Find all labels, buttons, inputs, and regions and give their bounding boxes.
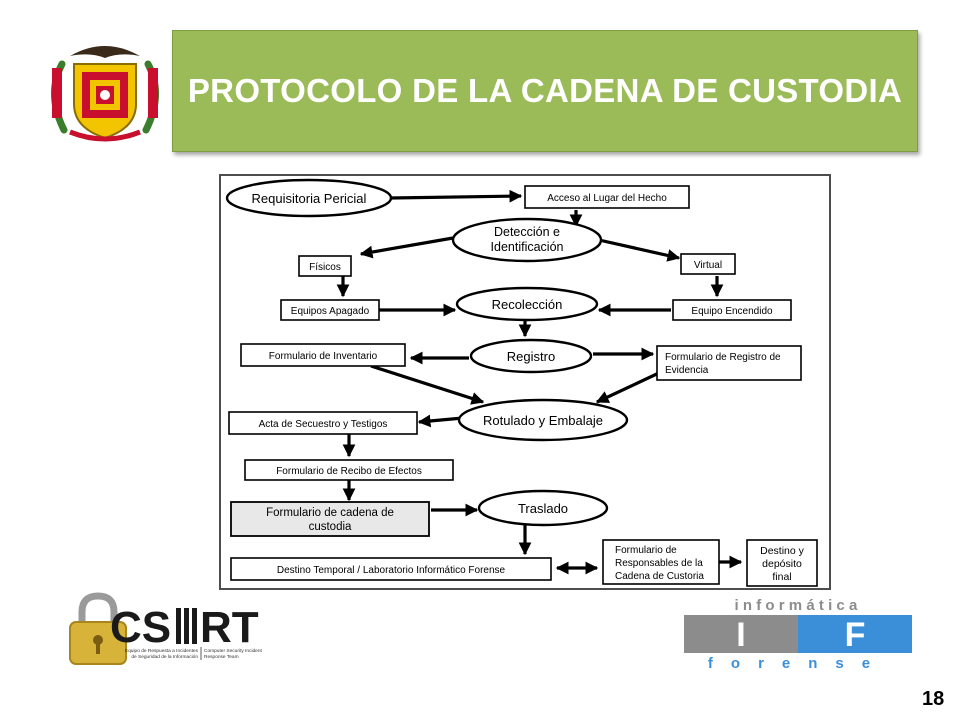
csirt-brand-part1: CS <box>110 603 171 652</box>
node-formulario-cadena: Formulario de cadena de custodia <box>230 501 430 537</box>
node-requisitoria-label: Requisitoria Pericial <box>252 191 367 206</box>
node-formulario-evidencia-label-line1: Formulario de Registro de <box>665 352 781 363</box>
if-logo-letter-i: I <box>736 616 745 654</box>
node-traslado: Traslado <box>477 489 609 527</box>
node-destino-final: Destino y depósito final <box>746 539 818 587</box>
node-traslado-label: Traslado <box>518 501 568 516</box>
if-logo-top-word: informática <box>734 597 861 614</box>
node-acceso: Acceso al Lugar del Hecho <box>524 185 690 209</box>
node-rotulado: Rotulado y Embalaje <box>457 398 629 442</box>
arrow-deteccion-virtual <box>598 238 681 262</box>
node-destino-final-label-line2: depósito <box>762 558 802 570</box>
csirt-caption-right-line2: Response Team <box>204 654 239 660</box>
node-recibo-label: Formulario de Recibo de Efectos <box>276 466 422 477</box>
node-deteccion-label-line1: Detección e <box>494 225 560 239</box>
node-acta-label: Acta de Secuestro y Testigos <box>259 419 388 430</box>
csirt-caption-left-line1: Equipo de Respuesta a Incidentes <box>125 648 199 654</box>
node-formulario-responsables-label-line3: Cadena de Custoria <box>615 571 704 582</box>
arrow-inventario-rotulado <box>370 364 485 405</box>
node-destino-temporal: Destino Temporal / Laboratorio Informáti… <box>230 557 552 581</box>
csirt-logo: CS RT Equipo de Respuesta a Incidentes d… <box>69 592 263 665</box>
flow-diagram-canvas: Requisitoria Pericial Detección e Identi… <box>225 178 818 587</box>
node-rotulado-label: Rotulado y Embalaje <box>483 413 603 428</box>
node-formulario-responsables-label-line2: Responsables de la <box>615 558 703 569</box>
node-formulario-responsables: Formulario de Responsables de la Cadena … <box>602 539 720 585</box>
padlock-icon <box>69 592 127 665</box>
node-equipos-apagado-label: Equipos Apagado <box>291 306 370 317</box>
coat-of-arms-seal <box>50 46 160 142</box>
node-registro: Registro <box>469 338 593 374</box>
arrow-evidencia-rotulado <box>595 370 662 404</box>
csirt-i-bars <box>176 608 197 644</box>
node-equipo-encendido-label: Equipo Encendido <box>691 306 773 317</box>
arrow-requisitoria-acceso <box>390 189 523 203</box>
node-recoleccion-label: Recolección <box>492 297 563 312</box>
csirt-caption-right-line1: Computer Security Incident <box>204 648 263 654</box>
node-deteccion-label-line2: Identificación <box>491 240 564 254</box>
node-destino-final-label-line3: final <box>772 571 791 583</box>
slide-title: PROTOCOLO DE LA CADENA DE CUSTODIA <box>187 72 903 109</box>
node-fisicos: Físicos <box>298 255 352 277</box>
arrow-rotulado-acta <box>417 414 464 428</box>
node-acta: Acta de Secuestro y Testigos <box>228 411 418 435</box>
node-formulario-cadena-label-line1: Formulario de cadena de <box>266 507 394 519</box>
page-number: 18 <box>922 688 945 710</box>
node-formulario-evidencia-label-line2: Evidencia <box>665 365 709 376</box>
node-equipo-encendido: Equipo Encendido <box>672 299 792 321</box>
node-requisitoria: Requisitoria Pericial <box>225 178 393 218</box>
node-virtual: Virtual <box>680 253 736 275</box>
node-formulario-evidencia: Formulario de Registro de Evidencia <box>656 345 802 381</box>
title-banner: PROTOCOLO DE LA CADENA DE CUSTODIA <box>172 30 918 152</box>
node-acceso-label: Acceso al Lugar del Hecho <box>547 193 667 204</box>
node-destino-final-label-line1: Destino y <box>760 545 805 557</box>
node-destino-temporal-label: Destino Temporal / Laboratorio Informáti… <box>277 565 506 576</box>
node-recoleccion: Recolección <box>455 286 599 322</box>
node-equipos-apagado: Equipos Apagado <box>280 299 380 321</box>
arrow-deteccion-fisicos <box>359 236 454 259</box>
if-logo-bottom-word: forense <box>708 655 888 670</box>
node-formulario-responsables-label-line1: Formulario de <box>615 545 677 556</box>
node-registro-label: Registro <box>507 349 555 364</box>
csirt-brand-part2: RT <box>200 603 259 652</box>
node-recibo: Formulario de Recibo de Efectos <box>244 459 454 481</box>
node-deteccion: Detección e Identificación <box>451 217 603 263</box>
informatica-forense-logo: informática I F forense <box>684 597 912 670</box>
node-formulario-inventario-label: Formulario de Inventario <box>269 351 378 362</box>
node-formulario-cadena-label-line2: custodia <box>309 521 352 533</box>
node-formulario-inventario: Formulario de Inventario <box>240 343 406 367</box>
if-logo-letter-f: F <box>845 616 866 654</box>
node-virtual-label: Virtual <box>694 260 722 271</box>
csirt-caption-left-line2: de Seguridad de la Información <box>131 654 198 660</box>
custody-flow-diagram: Requisitoria Pericial Detección e Identi… <box>219 174 831 590</box>
node-fisicos-label: Físicos <box>309 262 341 273</box>
